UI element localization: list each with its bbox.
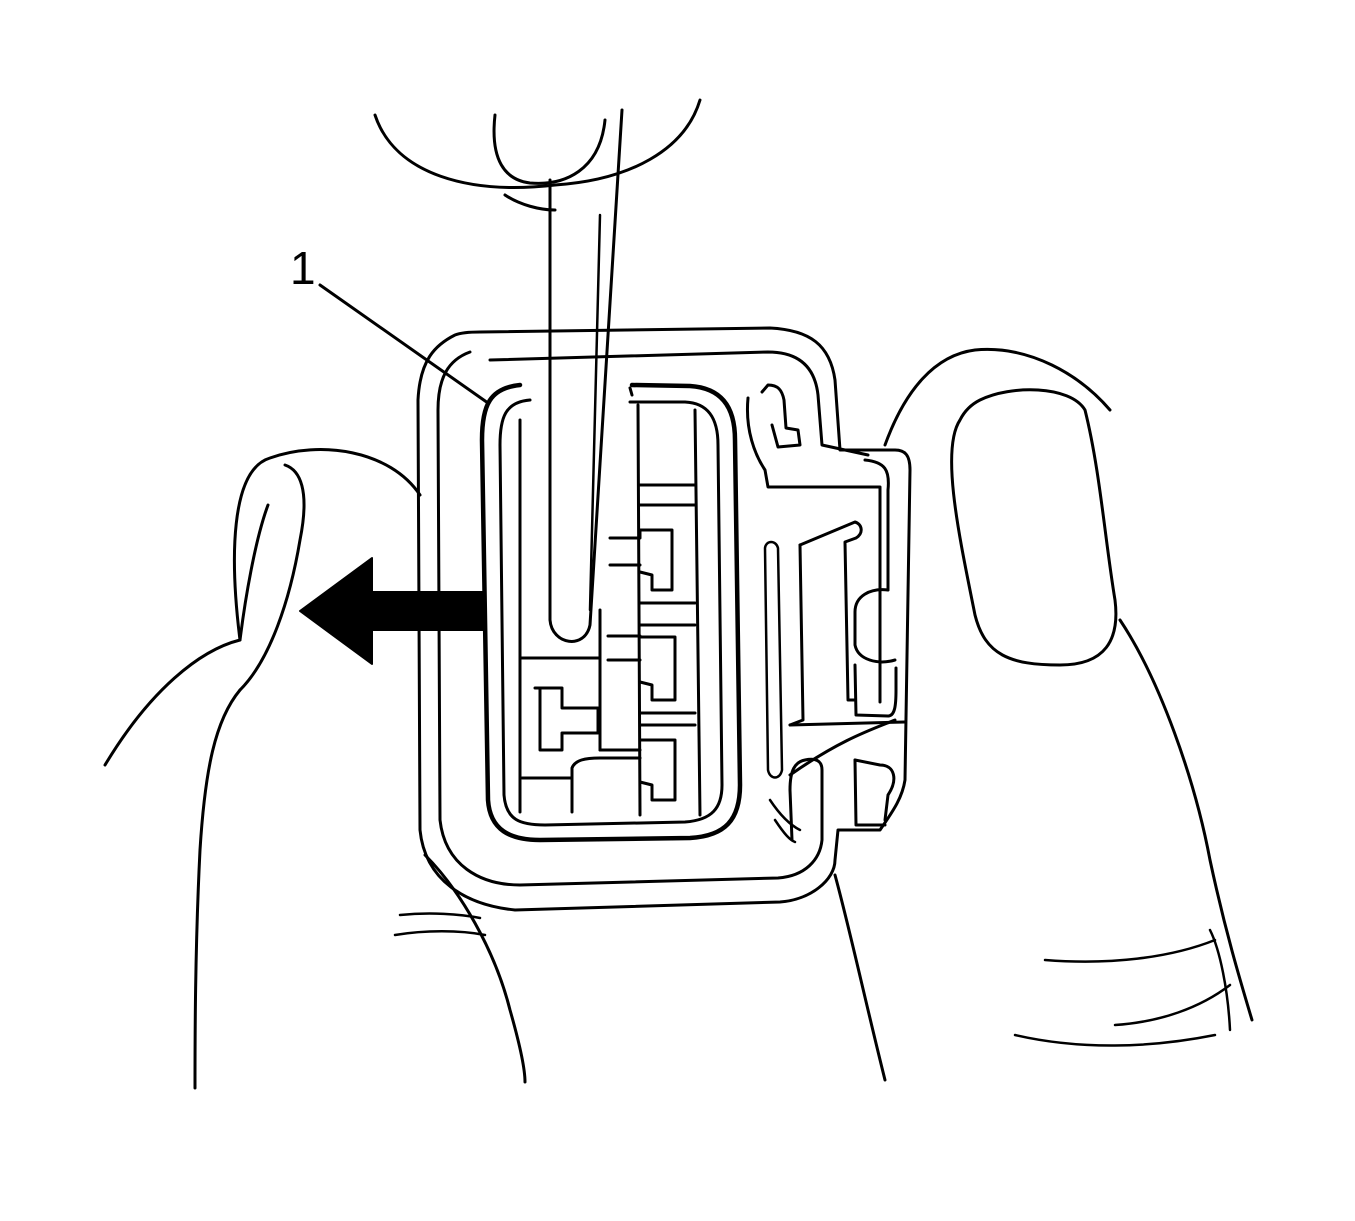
top-thumb: [373, 98, 702, 212]
connector-latch: [745, 383, 907, 827]
callout-1-label: 1: [290, 242, 316, 294]
pick-tool: [548, 108, 624, 643]
right-thumb: [883, 347, 1254, 1047]
left-finger: [103, 448, 527, 1090]
connector-position-assurance-lock: [479, 382, 743, 843]
callout-1-leader: [318, 283, 490, 405]
direction-arrow: [299, 557, 486, 665]
callout-1: 1: [290, 242, 490, 405]
